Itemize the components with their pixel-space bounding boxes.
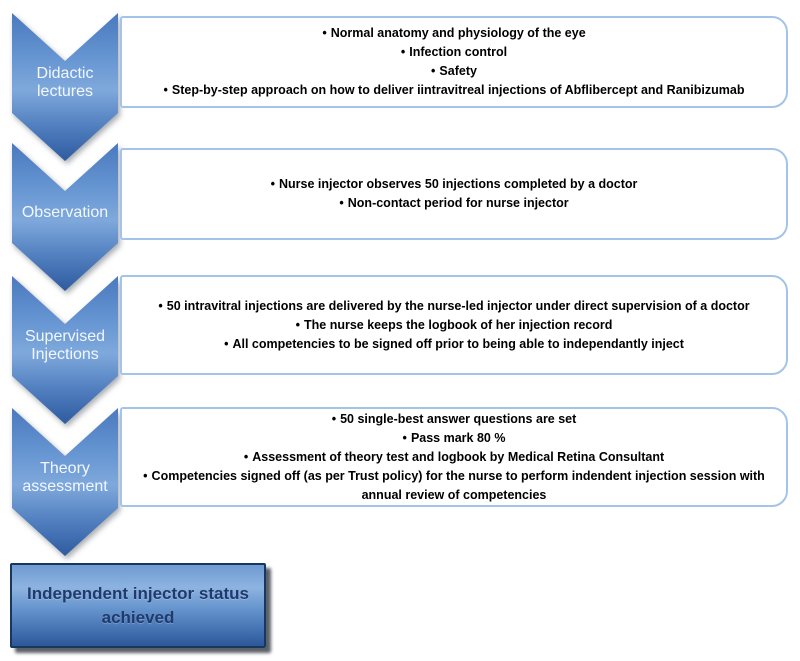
bullet-text: Assessment of theory test and logbook by…: [252, 449, 665, 464]
bullet-item: •Nurse injector observes 50 injections c…: [130, 175, 778, 194]
bullet-item: •Normal anatomy and physiology of the ey…: [130, 24, 778, 43]
bullet-text: Step-by-step approach on how to deliver …: [171, 83, 745, 97]
bullet-text: The nurse keeps the logbook of her injec…: [304, 317, 613, 332]
bullet-marker: •: [224, 336, 229, 351]
step-box-observation: •Nurse injector observes 50 injections c…: [120, 148, 788, 240]
chevron-arrow-didactic-lectures: [12, 13, 118, 161]
bullet-item: •Step-by-step approach on how to deliver…: [130, 81, 778, 100]
bullet-item: •Assessment of theory test and logbook b…: [130, 448, 778, 467]
bullet-marker: •: [163, 83, 168, 97]
chevron-arrow-observation: [12, 143, 118, 291]
bullet-marker: •: [339, 196, 344, 210]
chevron-arrow-theory-assessment: [12, 408, 118, 556]
step-box-supervised-injections: •50 intravitral injections are delivered…: [120, 275, 788, 375]
bullet-marker: •: [402, 430, 407, 445]
bullet-marker: •: [322, 26, 327, 40]
bullet-text: 50 intravitral injections are delivered …: [166, 298, 750, 313]
bullet-item: •Infection control: [130, 43, 778, 62]
bullet-text: All competencies to be signed off prior …: [232, 336, 684, 351]
bullet-text: Pass mark 80 %: [410, 430, 506, 445]
bullet-item: •Safety: [130, 62, 778, 81]
final-outcome-label: Independent injector status achieved: [27, 583, 249, 627]
bullet-text: Non-contact period for nurse injector: [347, 196, 569, 210]
bullet-marker: •: [295, 317, 300, 332]
bullet-text: Competencies signed off (as per Trust po…: [151, 468, 765, 502]
bullet-text: 50 single-best answer questions are set: [340, 411, 577, 426]
bullet-marker: •: [143, 468, 148, 483]
bullet-marker: •: [400, 45, 406, 59]
step-box-didactic-lectures: •Normal anatomy and physiology of the ey…: [120, 16, 788, 108]
bullet-marker: •: [331, 411, 337, 426]
bullet-item: •50 single-best answer questions are set: [130, 410, 778, 429]
final-outcome-box: Independent injector status achieved: [10, 563, 266, 648]
bullet-item: •Non-contact period for nurse injector: [130, 194, 778, 213]
bullet-text: Safety: [439, 64, 477, 78]
bullet-marker: •: [158, 298, 163, 313]
bullet-text: Normal anatomy and physiology of the eye: [330, 26, 586, 40]
bullet-item: •All competencies to be signed off prior…: [130, 335, 778, 354]
bullet-item: • The nurse keeps the logbook of her inje…: [130, 316, 778, 335]
chevron-arrow-supervised-injections: [12, 276, 118, 424]
bullet-marker: •: [270, 177, 275, 191]
bullet-marker: •: [431, 64, 436, 78]
step-box-theory-assessment: •50 single-best answer questions are set…: [120, 407, 788, 507]
bullet-item: •Pass mark 80 %: [130, 429, 778, 448]
bullet-item: •Competencies signed off (as per Trust p…: [130, 467, 778, 505]
bullet-text: Nurse injector observes 50 injections co…: [278, 177, 638, 191]
bullet-item: •50 intravitral injections are delivered…: [130, 297, 778, 316]
bullet-marker: •: [243, 449, 249, 464]
bullet-text: Infection control: [409, 45, 508, 59]
